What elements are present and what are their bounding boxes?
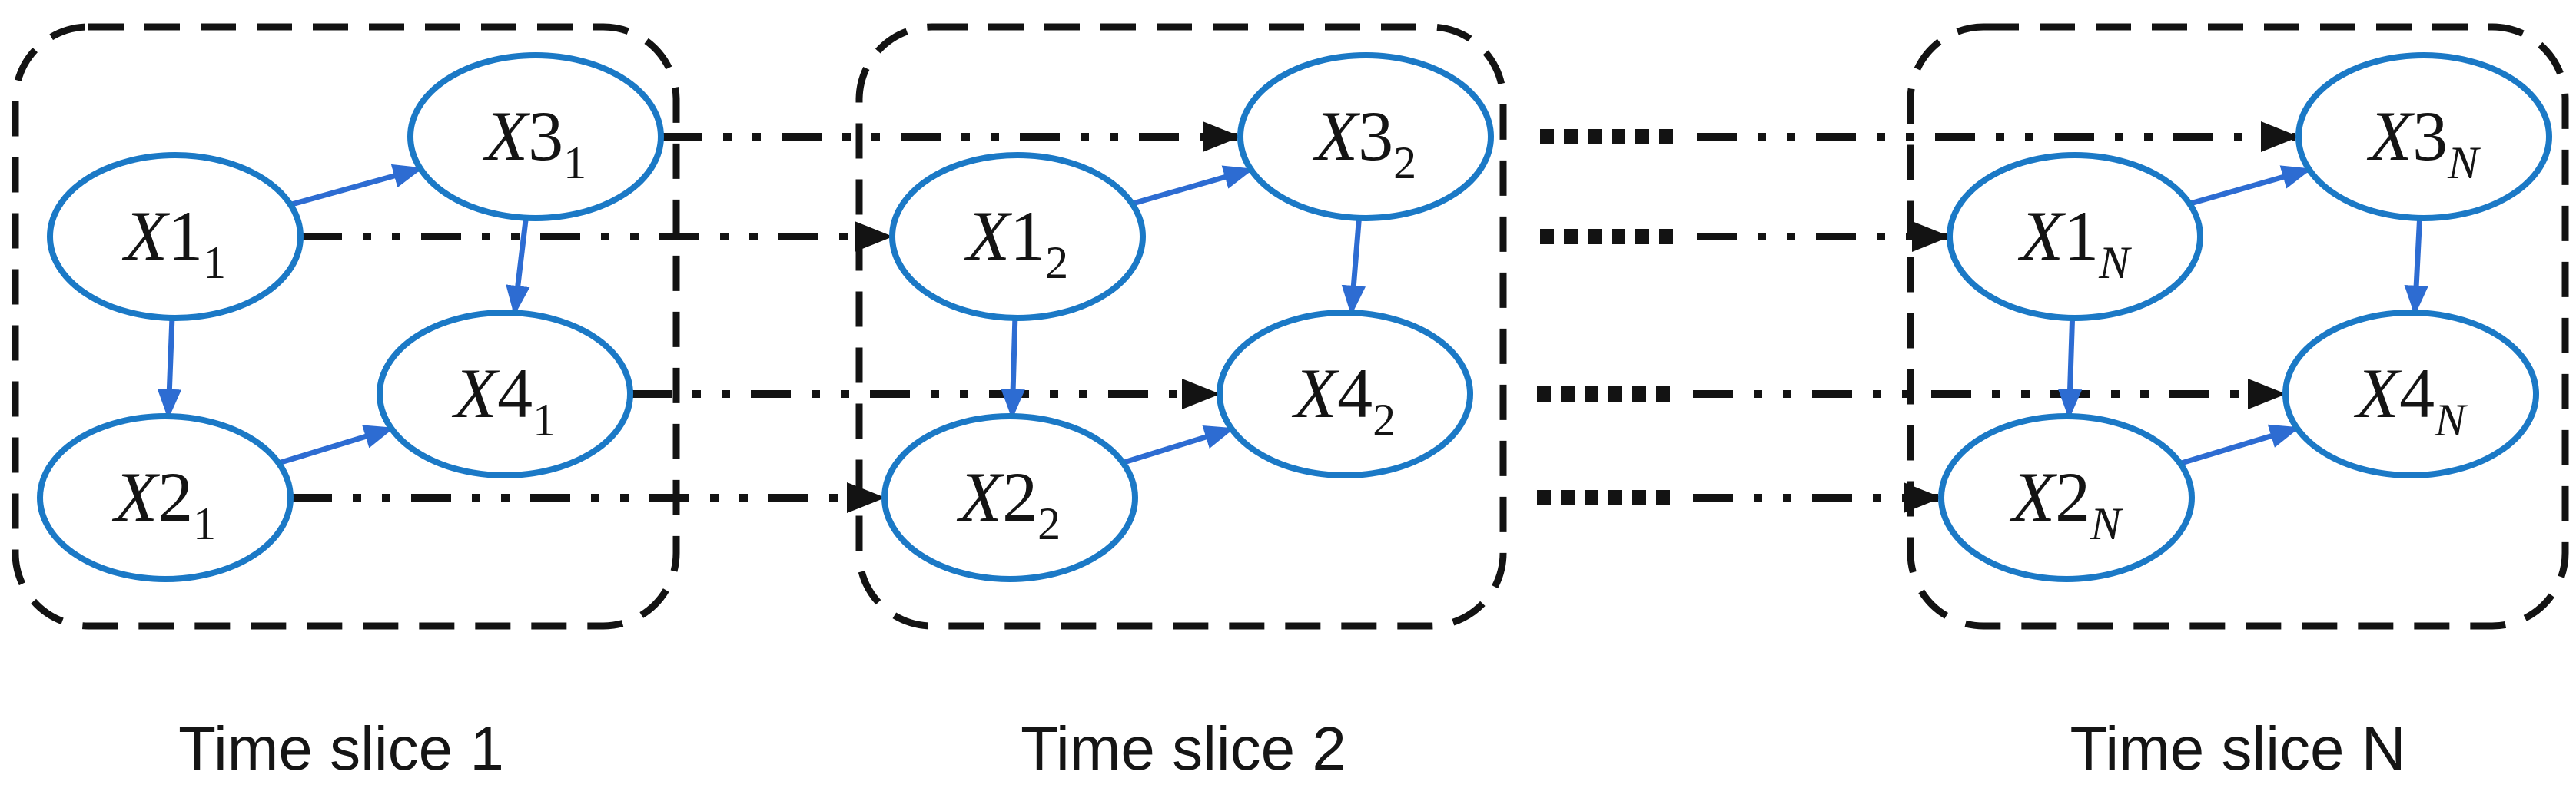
node-label-X1-2: X12	[964, 197, 1068, 288]
node-ellipse-X2-2	[881, 413, 1138, 582]
edge-X3-1-to-X4-1	[506, 217, 530, 316]
node-label-X3-1: X31	[482, 97, 586, 188]
node-X4-2: X42	[1217, 310, 1473, 478]
node-X2-N: X2N	[1938, 413, 2195, 582]
node-label-X2-N: X2N	[2009, 458, 2123, 549]
edge-X1-2-to-X3-2	[1131, 165, 1254, 207]
time-slice-1-label: Time slice 1	[178, 714, 504, 783]
node-label-X1-1: X11	[121, 197, 226, 288]
node-label-X3-N: X3N	[2366, 97, 2481, 188]
node-label-X4-N: X4N	[2353, 354, 2468, 445]
edge-X3-2-to-X4-2	[1341, 217, 1366, 316]
edge-X2-1-to-X4-1	[277, 425, 395, 466]
node-label-X2-2: X22	[956, 458, 1061, 549]
node-label-X2-1: X21	[111, 458, 216, 549]
node-X4-1: X41	[377, 310, 633, 478]
edge-X1-1-to-X3-1	[290, 164, 423, 207]
node-ellipse-X2-1	[37, 413, 294, 582]
edge-X1-2-to-X2-2	[1001, 317, 1025, 419]
node-ellipse-X1-N	[1947, 152, 2203, 321]
node-X1-2: X12	[889, 152, 1146, 321]
time-slice-2-label: Time slice 2	[1021, 714, 1346, 783]
node-label-X1-N: X1N	[2017, 197, 2132, 288]
node-ellipse-X1-1	[47, 152, 304, 321]
node-X3-N: X3N	[2295, 52, 2552, 221]
node-X1-N: X1N	[1947, 152, 2203, 321]
node-ellipse-X4-2	[1217, 310, 1473, 478]
node-label-X4-1: X41	[451, 354, 556, 445]
node-label-X4-2: X42	[1291, 354, 1396, 445]
node-X1-1: X11	[47, 152, 304, 321]
node-ellipse-X4-N	[2282, 310, 2539, 478]
node-ellipse-X3-1	[407, 52, 664, 221]
edge-X1-N-to-X2-N	[2057, 317, 2083, 419]
node-ellipse-X3-N	[2295, 52, 2552, 221]
edge-X3-N-to-X4-N	[2404, 217, 2428, 316]
node-X2-2: X22	[881, 413, 1138, 582]
time-slice-box-1	[12, 23, 680, 630]
node-ellipse-X4-1	[377, 310, 633, 478]
time-slice-box-N	[1907, 23, 2569, 630]
node-X2-1: X21	[37, 413, 294, 582]
node-X4-N: X4N	[2282, 310, 2539, 478]
node-ellipse-X3-2	[1237, 52, 1494, 221]
node-label-X3-2: X32	[1312, 97, 1416, 188]
node-X3-2: X32	[1237, 52, 1494, 221]
node-ellipse-X1-2	[889, 152, 1146, 321]
node-X3-1: X31	[407, 52, 664, 221]
edge-X2-2-to-X4-2	[1122, 425, 1235, 465]
edge-X2-N-to-X4-N	[2179, 424, 2300, 466]
time-slice-n-label: Time slice N	[2070, 714, 2405, 783]
edge-X1-1-to-X2-1	[157, 317, 182, 419]
time-slice-box-2	[855, 23, 1507, 630]
edge-X1-N-to-X3-N	[2189, 165, 2312, 207]
node-ellipse-X2-N	[1938, 413, 2195, 582]
